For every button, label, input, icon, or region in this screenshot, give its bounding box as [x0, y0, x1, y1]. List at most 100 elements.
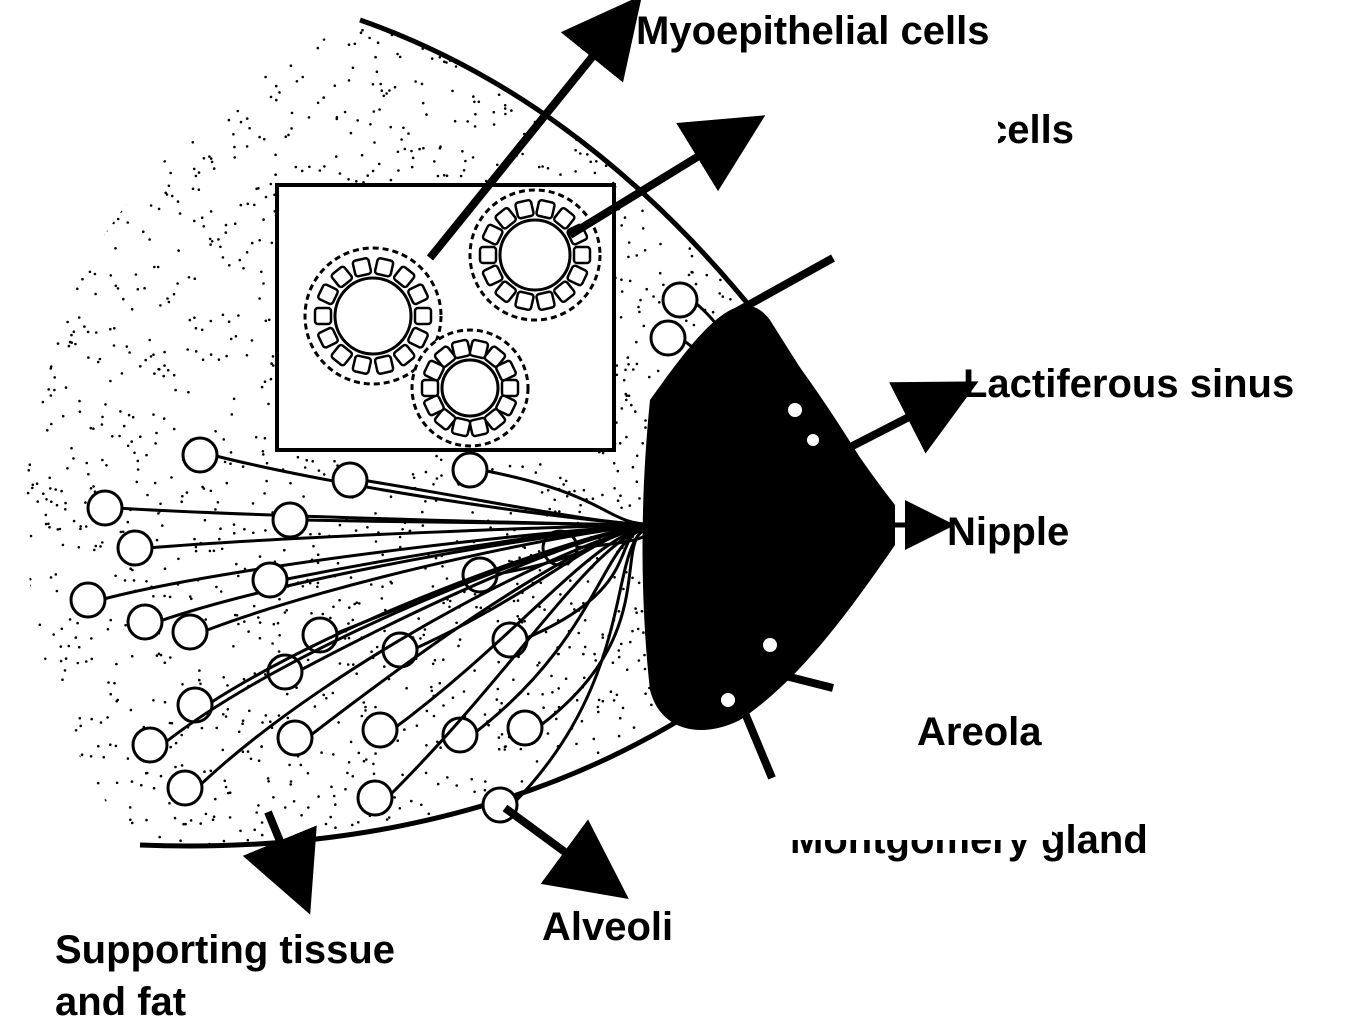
stipple-dot: [393, 796, 396, 799]
stipple-dot: [32, 307, 35, 310]
stipple-dot: [168, 185, 171, 188]
label-occluder: [786, 818, 1052, 840]
stipple-dot: [260, 745, 263, 748]
stipple-dot: [109, 693, 112, 696]
stipple-dot: [729, 168, 732, 171]
stipple-dot: [420, 804, 423, 807]
stipple-dot: [626, 668, 629, 671]
stipple-dot: [574, 86, 577, 89]
stipple-dot: [878, 417, 881, 420]
stipple-dot: [620, 316, 623, 319]
stipple-dot: [538, 661, 541, 664]
stipple-dot: [877, 339, 880, 342]
stipple-dot: [122, 531, 125, 534]
stipple-dot: [193, 168, 196, 171]
stipple-dot: [105, 229, 108, 232]
stipple-dot: [419, 826, 422, 829]
stipple-dot: [226, 684, 229, 687]
stipple-dot: [838, 396, 841, 399]
stipple-dot: [27, 754, 30, 757]
stipple-dot: [89, 109, 92, 112]
stipple-dot: [227, 708, 230, 711]
stipple-dot: [50, 576, 53, 579]
stipple-dot: [41, 50, 44, 53]
stipple-dot: [63, 735, 66, 738]
stipple-dot: [356, 601, 359, 604]
alveolus: [168, 771, 202, 805]
alveolus: [383, 633, 417, 667]
stipple-dot: [222, 676, 225, 679]
stipple-dot: [628, 764, 631, 767]
stipple-dot: [178, 51, 181, 54]
stipple-dot: [578, 511, 581, 514]
stipple-dot: [836, 625, 839, 628]
stipple-dot: [551, 804, 554, 807]
stipple-dot: [466, 30, 469, 33]
stipple-dot: [860, 764, 863, 767]
stipple-dot: [325, 823, 328, 826]
stipple-dot: [29, 578, 32, 581]
stipple-dot: [195, 350, 198, 353]
stipple-dot: [113, 682, 116, 685]
stipple-dot: [79, 525, 82, 528]
stipple-dot: [287, 717, 290, 720]
secretory-cell: [375, 258, 394, 277]
stipple-dot: [378, 163, 381, 166]
stipple-dot: [725, 161, 728, 164]
stipple-dot: [804, 719, 807, 722]
stipple-dot: [104, 128, 107, 131]
stipple-dot: [634, 607, 637, 610]
stipple-dot: [335, 155, 338, 158]
stipple-dot: [35, 745, 38, 748]
stipple-dot: [682, 107, 685, 110]
stipple-dot: [618, 649, 621, 652]
stipple-dot: [525, 805, 528, 808]
stipple-dot: [186, 348, 189, 351]
alveolar-lumen: [500, 220, 570, 290]
stipple-dot: [627, 256, 630, 259]
stipple-dot: [396, 739, 399, 742]
stipple-dot: [504, 748, 507, 751]
stipple-dot: [784, 325, 787, 328]
stipple-dot: [726, 199, 729, 202]
stipple-dot: [344, 788, 347, 791]
stipple-dot: [90, 637, 93, 640]
stipple-dot: [73, 330, 76, 333]
stipple-dot: [192, 141, 195, 144]
stipple-dot: [504, 113, 507, 116]
stipple-dot: [500, 702, 503, 705]
stipple-dot: [649, 176, 652, 179]
stipple-dot: [560, 71, 563, 74]
stipple-dot: [526, 86, 529, 89]
stipple-dot: [634, 410, 637, 413]
stipple-dot: [648, 376, 651, 379]
stipple-dot: [31, 487, 34, 490]
stipple-dot: [84, 501, 87, 504]
stipple-dot: [77, 81, 80, 84]
stipple-dot: [638, 497, 641, 500]
stipple-dot: [228, 320, 231, 323]
stipple-dot: [166, 297, 169, 300]
stipple-dot: [705, 219, 708, 222]
stipple-dot: [78, 239, 81, 242]
stipple-dot: [405, 687, 408, 690]
stipple-dot: [827, 103, 830, 106]
stipple-dot: [124, 203, 127, 206]
stipple-dot: [854, 160, 857, 163]
stipple-dot: [583, 677, 586, 680]
stipple-dot: [225, 715, 228, 718]
stipple-dot: [127, 445, 130, 448]
secretory-cell: [315, 308, 331, 324]
stipple-dot: [602, 452, 605, 455]
stipple-dot: [633, 726, 636, 729]
stipple-dot: [527, 693, 530, 696]
stipple-dot: [118, 435, 121, 438]
stipple-dot: [115, 148, 118, 151]
stipple-dot: [193, 316, 196, 319]
stipple-dot: [48, 162, 51, 165]
stipple-dot: [724, 789, 727, 792]
stipple-dot: [859, 332, 862, 335]
stipple-dot: [115, 700, 118, 703]
stipple-dot: [24, 265, 27, 268]
stipple-dot: [73, 210, 76, 213]
